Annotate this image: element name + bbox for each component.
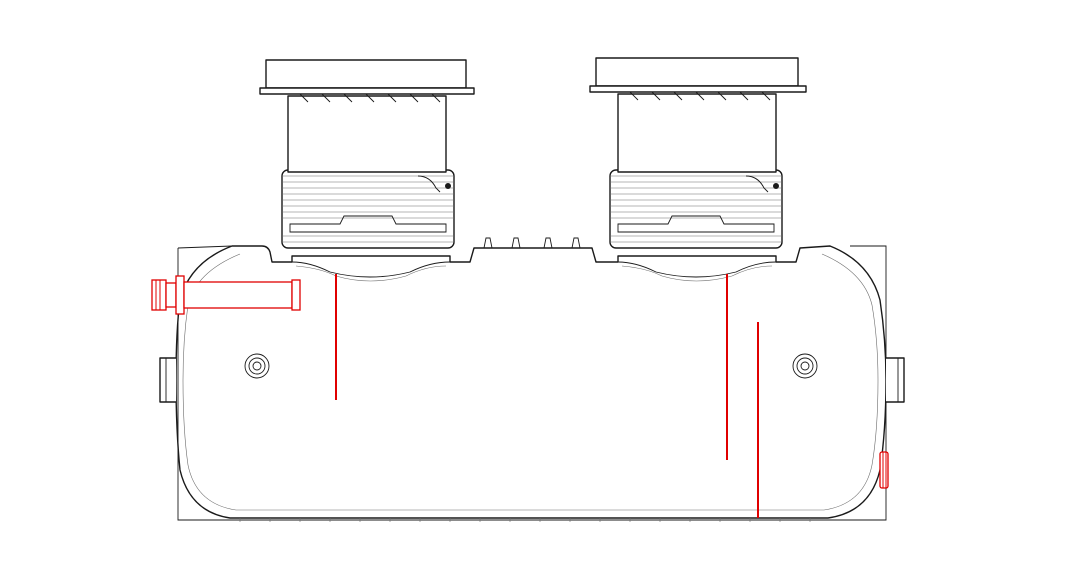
outlet-pipe	[879, 451, 889, 489]
manhole-riser-left	[259, 59, 475, 249]
mounting-boss-left	[244, 353, 270, 379]
tank-body	[159, 237, 905, 522]
mounting-boss-right	[792, 353, 818, 379]
manhole-riser-right	[589, 57, 807, 249]
inlet-pipe	[151, 275, 301, 315]
